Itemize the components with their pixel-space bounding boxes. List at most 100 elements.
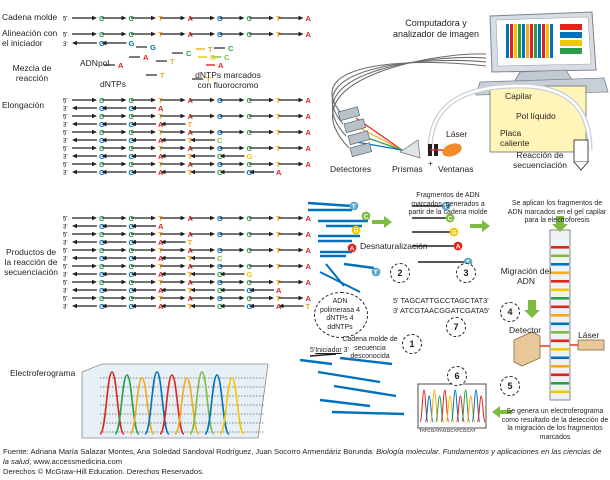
elong-base-G: G [129,168,135,177]
product-arrowhead [219,303,225,309]
elong-arrowhead [160,169,166,175]
elong-base-A: A [158,120,164,129]
template-arrowhead [269,215,274,221]
elong-arrowhead [131,105,136,111]
template-arrowhead [151,231,156,237]
workflow-panel: TCGATTCGATTATCGATAGGCATCGCAT [299,201,605,433]
template-arrowhead [298,263,304,269]
ss-tag-0-letter: T [444,204,448,211]
step-number-6: 6 [447,366,467,386]
template-arrowhead [151,215,156,221]
product-base-G: G [129,302,135,311]
elong-3prime-4: 3' [63,171,67,177]
row-label-mix: Mezcla de reacción [12,63,52,83]
elong-arrowhead [72,105,77,111]
template-base-A: A [306,246,312,255]
template-arrowhead [239,161,245,167]
template-arrowhead [121,129,127,135]
row-label-template: Cadena molde [2,12,58,22]
product-base-A: A [158,254,164,263]
elong-base-G: G [247,152,253,161]
elong-3prime-3: 3' [63,155,67,161]
ds-tag-t [349,201,359,211]
elong-arrowhead [101,169,107,175]
detector-cable [332,53,487,149]
ss-tag-3-letter: A [456,244,461,251]
product-3prime-2: 3' [63,257,67,263]
template-arrowhead [92,15,97,21]
product-base-G: G [129,254,135,263]
gel-band [551,254,569,258]
product-arrowhead [72,239,77,245]
product-arrowhead [101,303,107,309]
template-arrowhead [151,145,156,151]
template-arrowhead [121,145,127,151]
step-number-2: 2 [390,263,410,283]
elong-base-G: G [99,152,105,161]
product-arrowhead [160,287,166,293]
product-arrowhead [72,255,77,261]
template-arrowhead [180,263,186,269]
elong-base-T: T [188,120,193,129]
dntp-T: T [160,71,165,80]
product-arrowhead [160,255,166,261]
product-base-G: G [99,238,105,247]
ss-tag-1 [445,213,455,223]
product-arrowhead [160,239,166,245]
template-base-A: A [306,278,312,287]
elong-base-A: A [158,136,164,145]
mix-label-labeled-ddntps: dNTPs marcados con fluorocromo [195,70,261,90]
elong-base-G: G [129,152,135,161]
template-arrowhead [298,161,304,167]
elong-3prime-2: 3' [63,139,67,145]
template-arrowhead [269,231,274,237]
template-arrowhead [92,215,97,221]
template-5prime-e0: 5' [63,99,67,105]
product-base-A: A [158,238,164,247]
arrow-load [470,220,490,232]
unknown-template-b [339,356,393,366]
template-arrowhead [269,113,274,119]
template-arrowhead [269,279,274,285]
product-base-G: G [129,286,135,295]
elong-arrowhead [72,169,77,175]
unknown-template-a [299,358,333,366]
template-arrowhead [210,247,215,253]
elong-base-G: G [99,136,105,145]
product-3prime-4: 3' [63,289,67,295]
elong-arrowhead [160,137,166,143]
template-arrowhead [151,15,156,21]
template-base-A: A [306,144,312,153]
template-5prime-p3: 5' [63,265,67,271]
template-arrowhead [239,279,245,285]
product-arrowhead [190,287,195,293]
elong-base-C: C [217,136,223,145]
laser-label-bottom: Láser [578,330,600,340]
template-arrowhead [269,161,274,167]
product-arrowhead [219,287,225,293]
template-arrowhead [239,263,245,269]
template-arrowhead [121,295,127,301]
product-arrowhead [101,287,107,293]
template-arrowhead [269,97,274,103]
elong-arrowhead [131,169,136,175]
primer-strand-bottom [309,353,337,357]
template-5prime-e2: 5' [63,131,67,137]
product-base-G: G [99,286,105,295]
readout-peak [476,395,486,423]
detector-cable [332,56,487,137]
caption-prefix: Fuente: Adriana María Salazar Montes, An… [3,447,377,456]
template-5prime-p4: 5' [63,281,67,287]
template-arrowhead [239,145,245,151]
step-number-7: 7 [446,317,466,337]
detector-label: Detector [509,325,542,335]
product-base-A: A [158,302,164,311]
monitor-bar [560,24,582,30]
windows-label: Ventanas [438,164,474,174]
ss-tag-2-letter: G [452,230,457,237]
migration-label: Migración del ADN [500,266,552,286]
template-base-A: A [306,128,312,137]
template-arrowhead [121,113,127,119]
template-arrowhead [151,113,156,119]
caption-link[interactable]: , www.accessmedicina.com [29,457,123,466]
